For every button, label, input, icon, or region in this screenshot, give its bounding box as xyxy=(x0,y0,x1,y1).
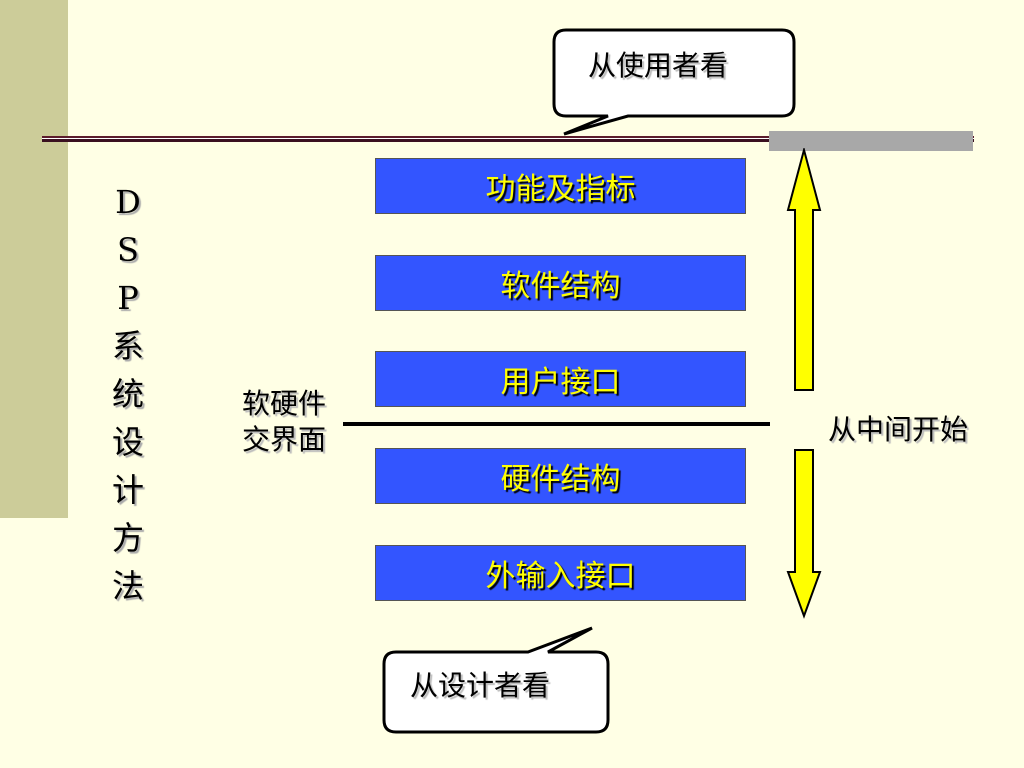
title-char: 计 xyxy=(111,471,144,509)
callout-user-bubble xyxy=(552,28,796,136)
layer-software-structure: 软件结构 xyxy=(375,255,746,311)
header-rule-block xyxy=(769,131,973,151)
layer-function-metrics: 功能及指标 xyxy=(375,158,746,214)
title-char: D xyxy=(115,183,141,221)
title-char: S xyxy=(117,231,139,269)
callout-designer-bubble xyxy=(382,626,610,734)
vertical-title: D S P 系 统 设 计 方 法 xyxy=(100,178,156,610)
header-rule xyxy=(42,136,974,142)
callout-designer-text: 从设计者看 xyxy=(410,669,551,702)
up-arrow xyxy=(786,148,822,391)
title-char: P xyxy=(117,279,139,317)
interface-label-line: 软硬件 xyxy=(241,387,326,420)
interface-boundary-line xyxy=(343,422,770,426)
title-char: 统 xyxy=(111,375,144,413)
interface-label-line: 交界面 xyxy=(241,423,326,456)
title-char: 法 xyxy=(111,567,144,605)
layer-external-input-interface: 外输入接口 xyxy=(375,545,746,601)
title-char: 设 xyxy=(111,423,144,461)
layer-hardware-structure: 硬件结构 xyxy=(375,448,746,504)
callout-user-text: 从使用者看 xyxy=(588,49,729,82)
start-from-middle-label: 从中间开始 xyxy=(828,413,969,446)
layer-user-interface: 用户接口 xyxy=(375,351,746,407)
left-sidebar-decoration xyxy=(0,0,68,518)
title-char: 系 xyxy=(111,327,144,365)
title-char: 方 xyxy=(111,519,144,557)
down-arrow xyxy=(786,449,822,619)
interface-label: 软硬件 交界面 xyxy=(228,386,340,458)
